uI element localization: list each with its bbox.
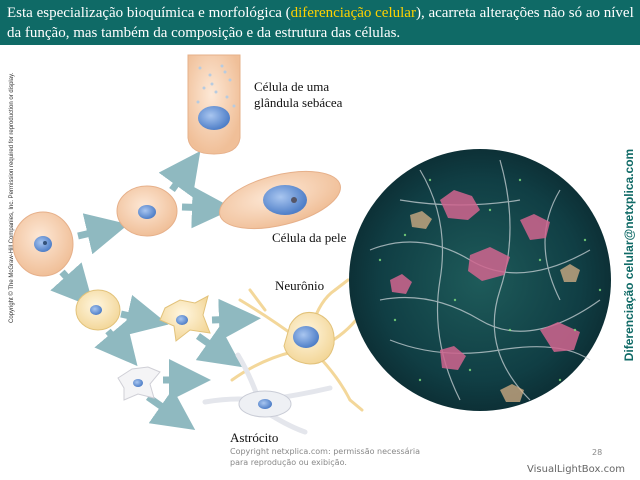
stem-cell	[13, 212, 73, 276]
skin-cell-label: Célula da pele	[272, 230, 346, 246]
astrocyte-label: Astrócito	[230, 430, 278, 446]
title-highlight: diferenciação celular	[291, 5, 416, 21]
neuron-precursor-cell	[160, 296, 210, 341]
sebaceous-gland-cell	[188, 55, 240, 154]
slide-number: 28	[592, 448, 602, 457]
microscopy-image	[349, 149, 611, 411]
astrocyte-cell	[205, 355, 330, 432]
watermark-label: VisualLightBox.com	[527, 464, 625, 475]
progenitor-cell-upper	[117, 186, 177, 236]
neuron-label: Neurônio	[275, 278, 324, 294]
title-text-part1: Esta especialização bioquímica e morfoló…	[7, 5, 291, 21]
astrocyte-precursor-cell	[118, 367, 160, 400]
title-banner: Esta especialização bioquímica e morfoló…	[0, 0, 640, 45]
footer-copyright: Copyright netxplica.com: permissão neces…	[230, 446, 420, 468]
neuron-cell	[232, 280, 362, 410]
side-watermark: Diferenciação celular@netxplica.com	[622, 140, 636, 370]
gland-cell-label: Célula de uma glândula sebácea	[254, 79, 366, 111]
progenitor-cell-lower	[76, 290, 120, 330]
skin-cell	[214, 161, 346, 240]
